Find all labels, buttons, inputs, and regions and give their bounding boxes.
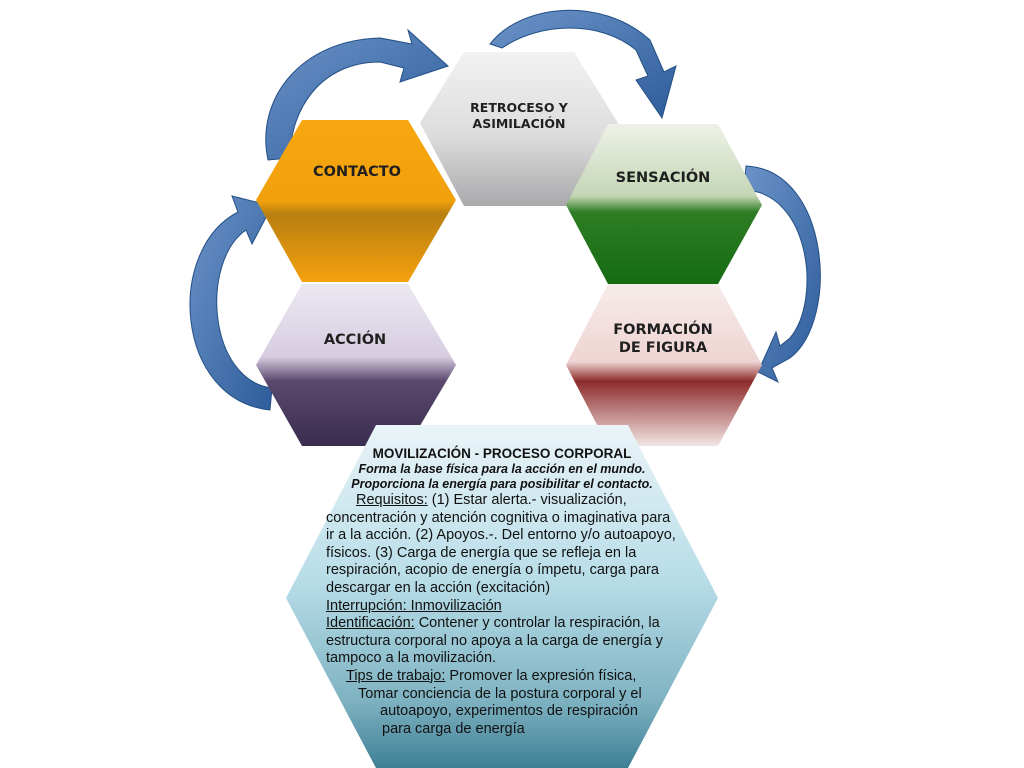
identificacion-line-3: tampoco a la movilización. (326, 650, 497, 667)
panel-hexagon (286, 425, 718, 768)
panel-subtitle-2: Proporciona la energía para posibilitar … (351, 477, 653, 491)
label-formacion-line2: DE FIGURA (618, 340, 708, 357)
interrupcion-line: Interrupción: Inmovilización (326, 597, 502, 614)
label-accion: ACCIÓN (282, 331, 428, 349)
tips-line-2: Tomar conciencia de la postura corporal … (358, 685, 642, 702)
requisitos-line-4: físicos. (3) Carga de energía que se ref… (326, 544, 637, 561)
arrow-accion-contacto-icon (189, 195, 273, 411)
hexagon-sensacion (566, 124, 762, 284)
requisitos-line-2: concentración y atención cognitiva o ima… (326, 509, 671, 526)
tips-line-1: Tips de trabajo: Promover la expresión f… (326, 668, 678, 686)
identificacion-line-2: estructura corporal no apoya a la carga … (326, 632, 663, 649)
hexagon-accion (256, 284, 456, 446)
label-sensacion: SENSACIÓN (590, 169, 736, 187)
requisitos-label: Requisitos: (356, 492, 428, 508)
label-retroceso-line1: RETROCESO Y (470, 100, 568, 115)
label-retroceso-line2: ASIMILACIÓN (472, 115, 566, 131)
tips-line-3: autoapoyo, experimentos de respiración (380, 703, 638, 720)
tips-label: Tips de trabajo: (346, 667, 446, 684)
hexagon-retroceso (420, 52, 618, 206)
label-contacto: CONTACTO (284, 163, 430, 181)
label-formacion-line1: FORMACIÓN (613, 322, 713, 338)
panel-title: MOVILIZACIÓN - PROCESO CORPORAL (372, 446, 632, 461)
movilizacion-description: MOVILIZACIÓN - PROCESO CORPORAL Forma la… (326, 446, 678, 764)
arrow-sensacion-formacion-icon (743, 165, 821, 384)
panel-subtitle-1: Forma la base física para la acción en e… (358, 462, 646, 476)
requisitos-line-6: descargar en la acción (excitación) (326, 579, 551, 596)
hexagon-formacion (566, 284, 762, 446)
requisitos-line-3: ir a la acción. (2) Apoyos.-. Del entorn… (326, 527, 676, 544)
hexagon-contacto (256, 120, 456, 282)
label-contacto-line1: CONTACTO (313, 164, 401, 180)
identificacion-text-1: Contener y controlar la respiración, la (414, 615, 660, 632)
label-retroceso: RETROCESO Y ASIMILACIÓN (444, 100, 594, 131)
arrow-contacto-retroceso-icon (265, 28, 449, 161)
requisitos-text-1: (1) Estar alerta.- visualización, (427, 492, 627, 508)
requisitos-line-5: respiración, acopio de energía o ímpetu,… (326, 562, 659, 579)
tips-line-4: para carga de energía (382, 720, 525, 737)
cycle-arrows (189, 9, 821, 411)
identificacion-line-1: Identificación: Contener y controlar la … (326, 615, 678, 633)
tips-text-1: Promover la expresión física, (445, 667, 637, 684)
arrow-retroceso-sensacion-icon (489, 9, 677, 120)
label-accion-line1: ACCIÓN (323, 332, 387, 348)
label-formacion: FORMACIÓN DE FIGURA (588, 321, 738, 357)
identificacion-label: Identificación: (326, 615, 415, 632)
label-sensacion-line1: SENSACIÓN (615, 170, 711, 186)
requisitos-line-1: Requisitos: (1) Estar alerta.- visualiza… (326, 492, 678, 510)
